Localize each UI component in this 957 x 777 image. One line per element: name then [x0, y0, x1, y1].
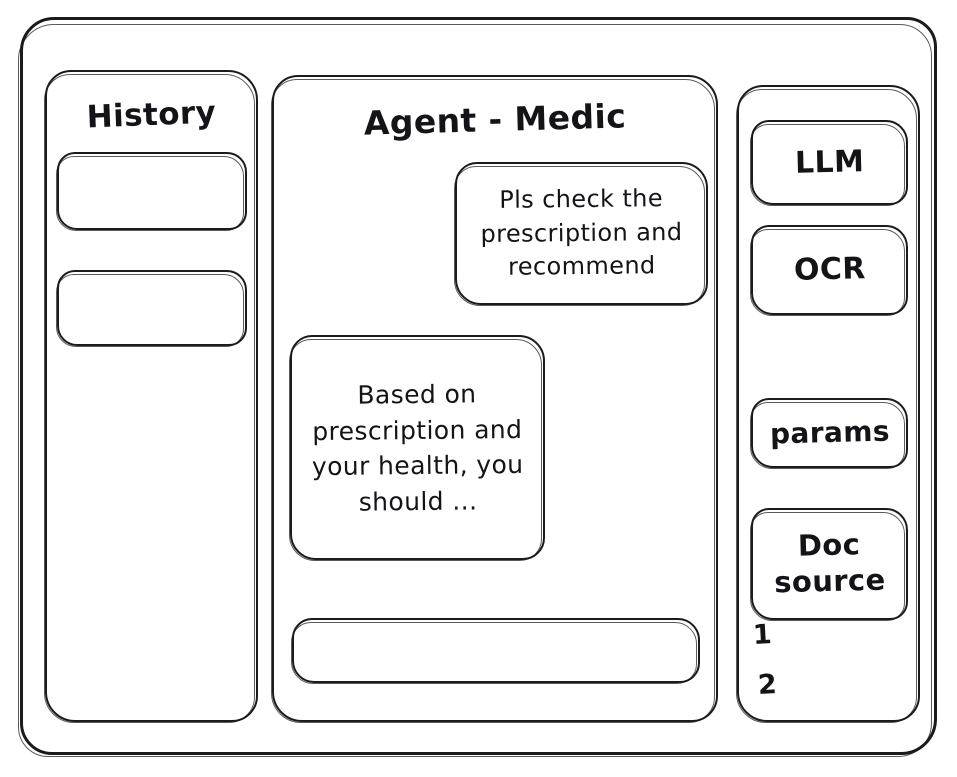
doc-source-item-2[interactable]: 2: [757, 669, 778, 702]
assistant-message-bubble: Based on prescription and your health, y…: [289, 335, 545, 561]
history-item-1[interactable]: [56, 152, 247, 231]
tool-ocr-label: OCR: [793, 251, 866, 289]
assistant-message-text: Based on prescription and your health, y…: [311, 378, 524, 516]
history-panel-title: History: [86, 94, 217, 136]
tool-doc-source[interactable]: Doc source: [750, 508, 908, 621]
tool-llm-label: LLM: [794, 144, 865, 181]
user-message-text: Pls check the prescription and recommend: [480, 184, 683, 282]
tool-llm[interactable]: LLM: [750, 120, 908, 206]
history-item-2[interactable]: [56, 270, 247, 347]
tool-params[interactable]: params: [750, 398, 908, 469]
doc-source-item-1[interactable]: 1: [752, 619, 773, 652]
tool-ocr[interactable]: OCR: [750, 225, 908, 316]
tool-params-label: params: [769, 414, 890, 451]
tool-doc-source-label: Doc source: [773, 527, 887, 600]
chat-input-field[interactable]: [291, 618, 700, 684]
user-message-bubble: Pls check the prescription and recommend: [454, 162, 708, 306]
